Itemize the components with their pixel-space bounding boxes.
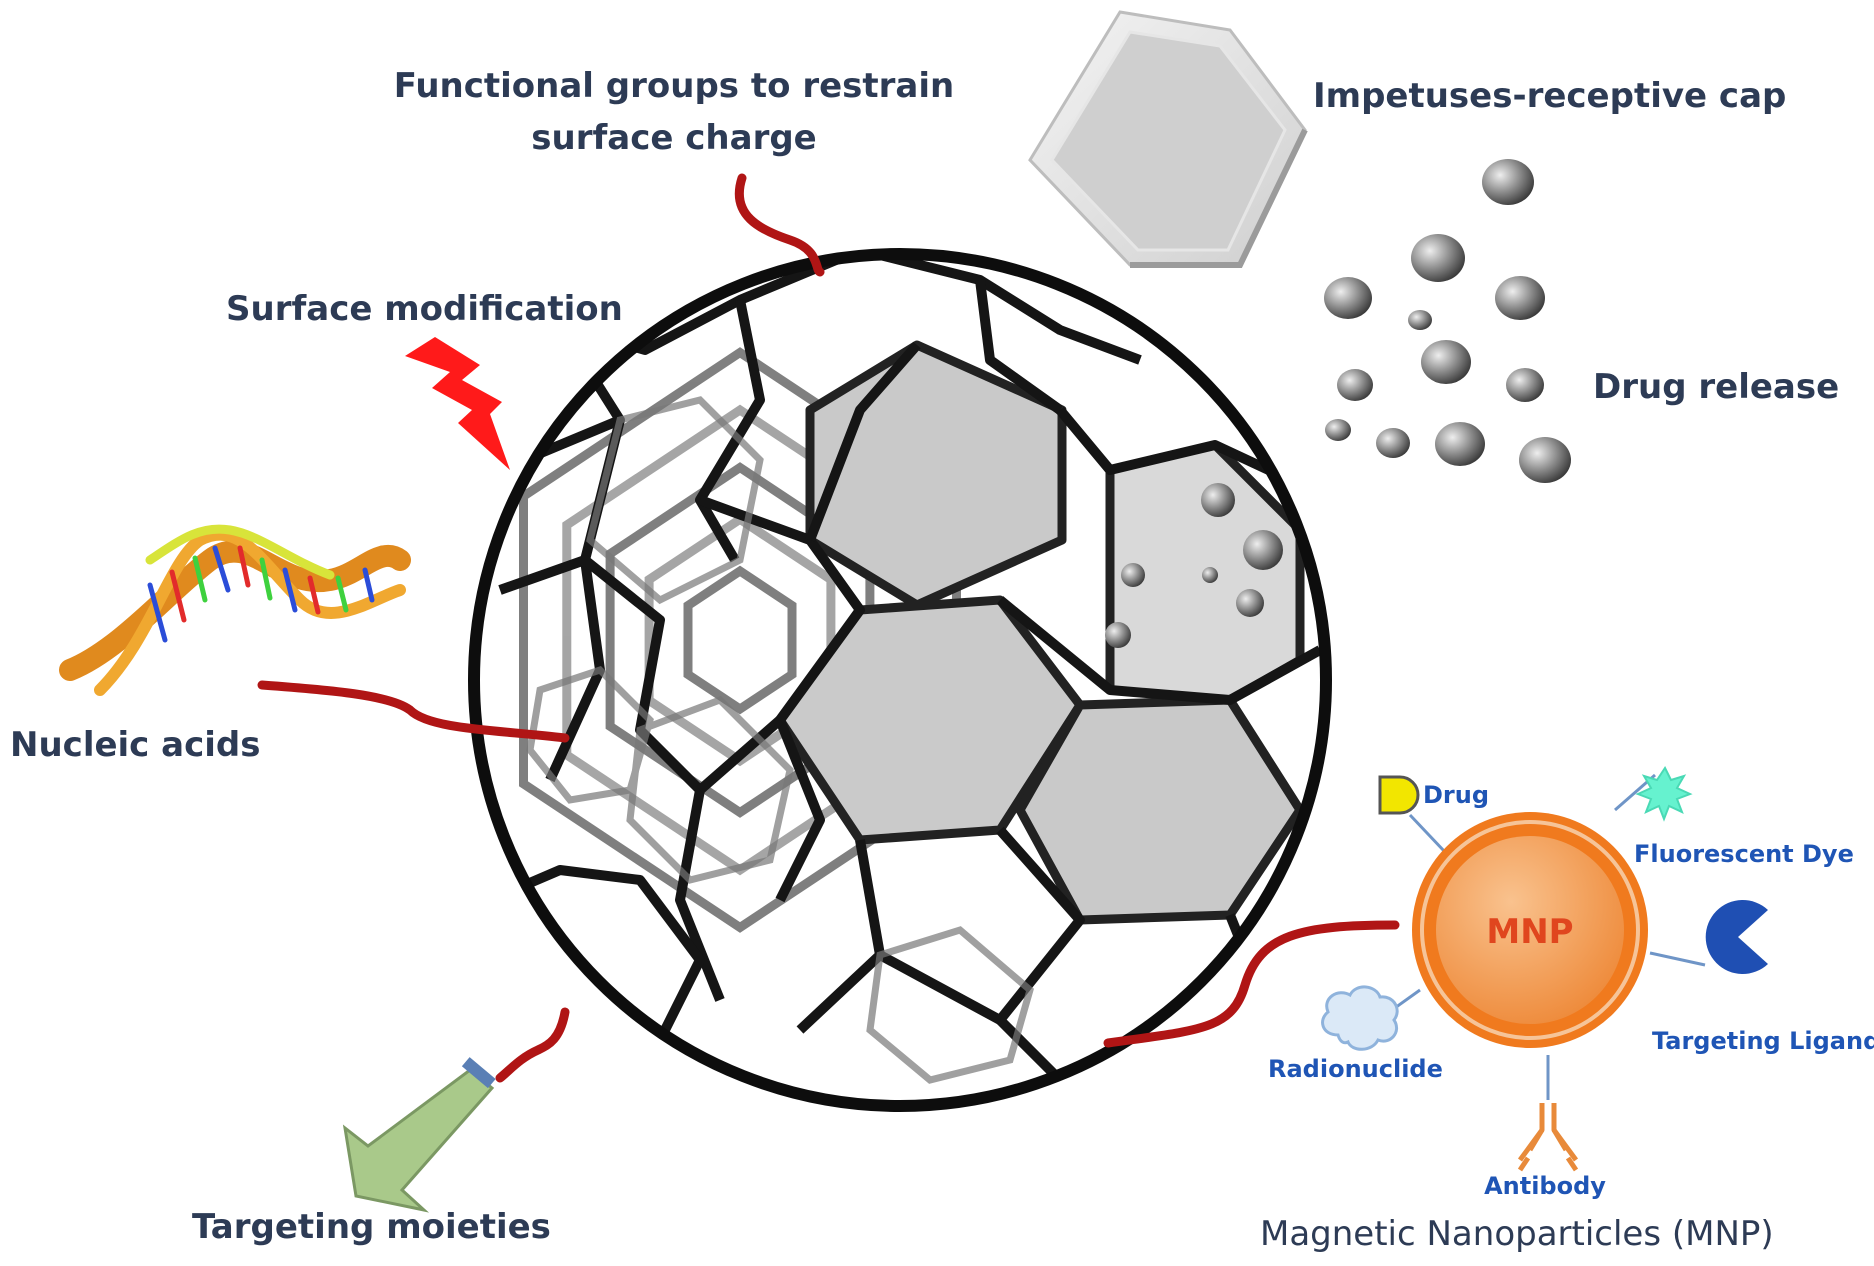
linkers — [257, 173, 1400, 1083]
label-fluorescent-dye: Fluorescent Dye — [1634, 840, 1854, 868]
targeting-arrow-icon — [342, 1057, 496, 1213]
cage-rim — [468, 248, 1332, 1112]
mnp-assembly: MNP — [1321, 766, 1768, 1172]
cage-back-lattice — [526, 396, 1034, 1084]
label-functional-groups-line1: Functional groups to restrain — [394, 66, 954, 106]
labels: Functional groups to restrain surface ch… — [10, 66, 1874, 1254]
label-antibody: Antibody — [1484, 1172, 1606, 1200]
label-targeting-ligand: Targeting Ligand — [1652, 1027, 1874, 1055]
label-nucleic-acids: Nucleic acids — [10, 725, 261, 765]
label-drug-release: Drug release — [1593, 367, 1839, 407]
drug-icon — [1378, 775, 1420, 815]
lightning-icon — [405, 337, 510, 470]
inner-hex-ring — [683, 565, 797, 715]
mnp-core — [1436, 836, 1624, 1024]
hexagonal-cap — [1028, 10, 1308, 268]
nanoparticle-cage — [468, 248, 1332, 1112]
fluorescent-dye-icon — [1635, 766, 1693, 822]
radionuclide-icon — [1321, 985, 1399, 1051]
linker-nucleic-acids — [257, 680, 570, 743]
cage-pores — [1105, 483, 1283, 648]
label-mnp-title: Magnetic Nanoparticles (MNP) — [1260, 1214, 1774, 1254]
dna-helix-icon — [59, 524, 411, 696]
linker-targeting — [495, 1007, 570, 1083]
label-targeting-moieties: Targeting moieties — [192, 1207, 551, 1247]
drug-release-droplets — [1324, 159, 1571, 483]
label-drug: Drug — [1423, 781, 1489, 809]
antibody-icon — [1517, 1103, 1579, 1172]
linker-functional-groups — [734, 173, 825, 277]
label-functional-groups-line2: surface charge — [531, 118, 816, 158]
label-impetuses-cap: Impetuses-receptive cap — [1313, 76, 1786, 116]
targeting-ligand-icon — [1705, 900, 1768, 975]
label-radionuclide: Radionuclide — [1268, 1055, 1443, 1083]
linker-mnp — [1103, 920, 1400, 1048]
label-surface-modification: Surface modification — [226, 289, 623, 329]
mnp-core-label: MNP — [1486, 912, 1573, 952]
